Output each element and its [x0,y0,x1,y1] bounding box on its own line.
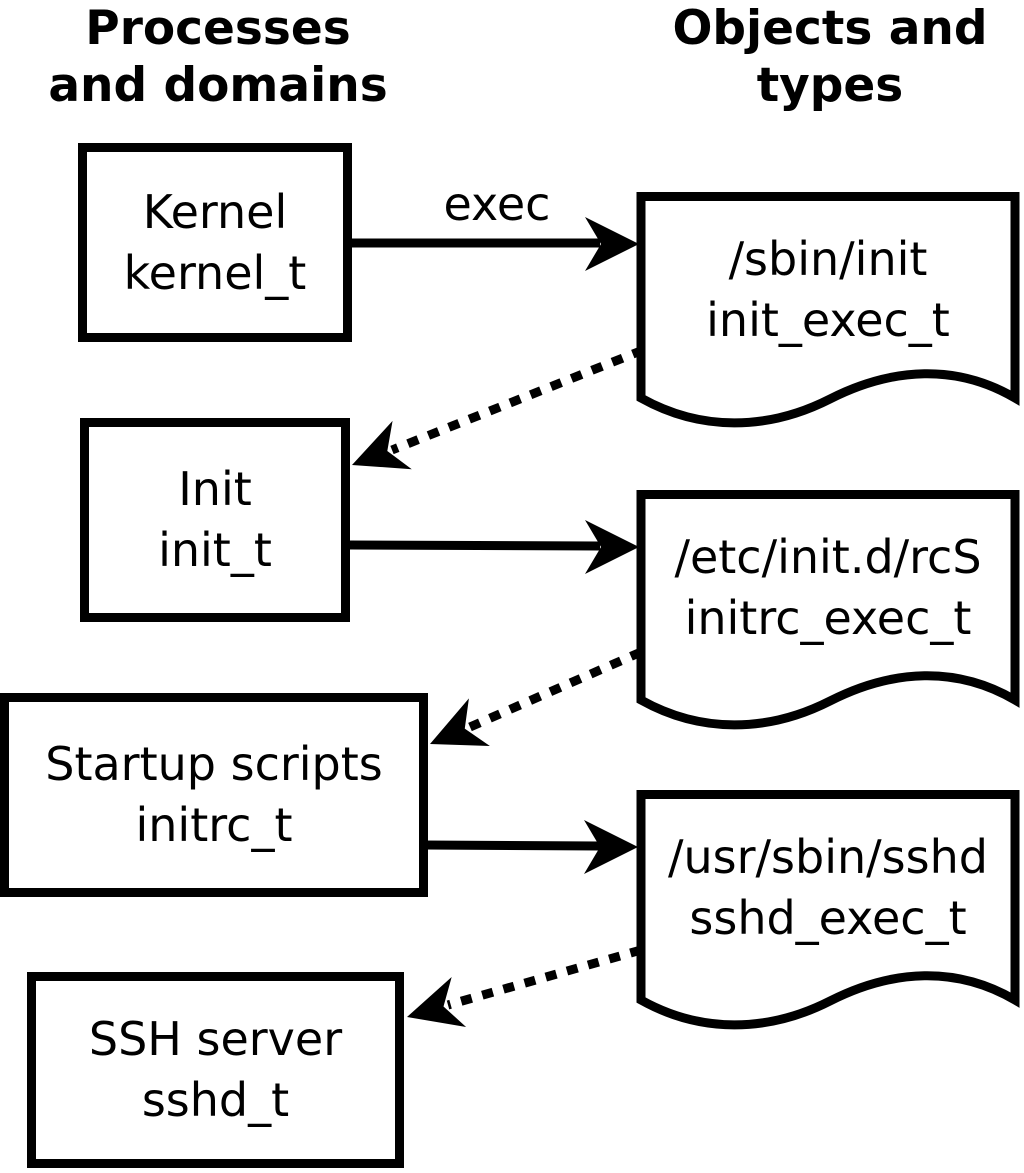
dotted-arrow-usr-sbin-sshd-to-ssh-server [407,945,643,1028]
column-header-objects: Objects and types [628,0,1024,114]
etc-initd-rcs-document-shape [636,490,1020,730]
arrow-kernel-to-sbin-init [348,217,639,271]
column-header-processes-line1: Processes [85,1,351,56]
startup-scripts-box [0,693,428,897]
ssh-server-type: sshd_t [141,1073,290,1127]
column-header-processes: Processes and domains [0,0,436,114]
sbin-init-path: /sbin/init [728,232,928,286]
etc-initd-rcs-document-label: /etc/init.d/rcS initrc_exec_t [641,498,1015,678]
kernel-box-label: Kernel kernel_t [78,143,352,342]
column-header-objects-line2: types [756,58,904,113]
dotted-arrow-sbin-init-to-init [352,345,645,470]
etc-initd-rcs-path: /etc/init.d/rcS [674,530,982,584]
ssh-server-box-label: SSH server sshd_t [27,972,404,1168]
ssh-server-name: SSH server [88,1012,343,1066]
usr-sbin-sshd-type: sshd_exec_t [689,891,967,945]
kernel-name: Kernel [142,184,288,239]
etc-initd-rcs-type: initrc_exec_t [684,591,972,645]
dotted-arrow-etc-initd-rcs-to-startup-scripts [430,647,643,746]
sbin-init-document-shape [636,192,1020,428]
init-box-label: Init init_t [80,418,350,622]
usr-sbin-sshd-document-label: /usr/sbin/sshd sshd_exec_t [641,798,1015,978]
sbin-init-type: init_exec_t [706,293,950,347]
arrow-init-to-etc-initd-rcs [349,520,639,574]
ssh-server-box [27,972,404,1168]
column-header-processes-line2: and domains [48,58,388,113]
init-box [80,418,350,622]
exec-edge-label: exec [443,177,551,231]
arrow-startup-scripts-to-usr-sbin-sshd [423,820,638,874]
kernel-type: kernel_t [123,245,307,300]
sbin-init-document-label: /sbin/init init_exec_t [641,200,1015,380]
usr-sbin-sshd-document-shape [636,790,1020,1030]
kernel-box [78,143,352,342]
init-name: Init [178,462,252,516]
startup-scripts-name: Startup scripts [45,737,383,791]
init-type: init_t [158,523,272,577]
startup-scripts-type: initrc_t [135,798,293,852]
usr-sbin-sshd-path: /usr/sbin/sshd [668,830,988,884]
startup-scripts-box-label: Startup scripts initrc_t [0,693,428,897]
column-header-objects-line1: Objects and [672,1,988,56]
